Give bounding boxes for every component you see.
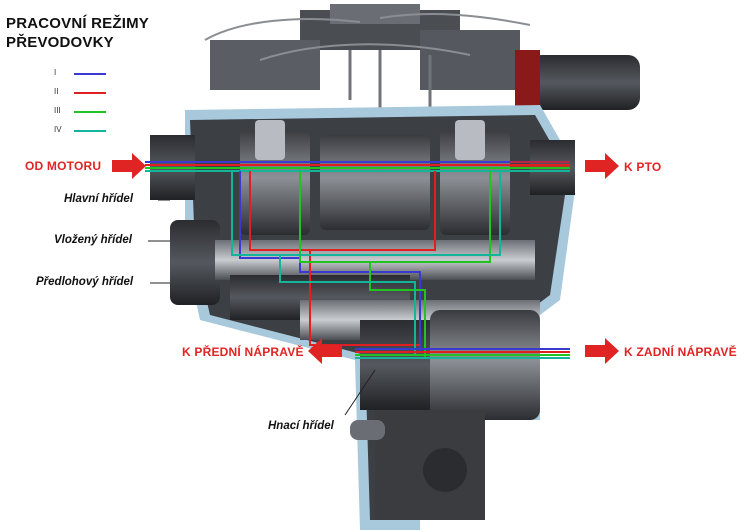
label-to-rear-axle: K ZADNÍ NÁPRAVĚ [624, 345, 737, 359]
legend-swatch [74, 73, 106, 75]
legend: I II III IV [54, 66, 114, 142]
lower-gears [170, 220, 540, 520]
legend-label: I [54, 68, 57, 77]
legend-label: II [54, 87, 59, 96]
power-flow-lines [145, 161, 570, 359]
label-countershaft: Předlohový hřídel [36, 276, 134, 288]
legend-swatch [74, 92, 106, 94]
label-drive-shaft: Hnací hřídel [268, 420, 334, 432]
arrow-from-motor [112, 153, 146, 179]
legend-label: IV [54, 125, 62, 134]
legend-item-iii: III [54, 104, 114, 123]
legend-item-iv: IV [54, 123, 114, 142]
arrow-to-front-axle [308, 338, 342, 364]
label-inserted-shaft: Vložený hřídel [54, 234, 132, 246]
motor-cylinder [530, 55, 640, 110]
label-from-motor: OD MOTORU [25, 159, 102, 173]
diagram-title: PRACOVNÍ REŽIMY PŘEVODOVKY [6, 14, 149, 52]
legend-swatch [74, 111, 106, 113]
leader-lines [148, 199, 376, 416]
title-line-2: PŘEVODOVKY [6, 34, 114, 51]
label-main-shaft: Hlavní hřídel [64, 193, 134, 205]
title-line-1: PRACOVNÍ REŽIMY [6, 15, 150, 32]
legend-label: III [54, 106, 61, 115]
valve-block [204, 4, 640, 120]
legend-item-i: I [54, 66, 114, 85]
main-shaft-drums [240, 120, 510, 235]
label-to-front-axle: K PŘEDNÍ NÁPRAVĚ [182, 345, 304, 359]
arrow-to-pto [585, 153, 619, 179]
label-to-pto: K PTO [624, 160, 662, 174]
arrow-to-rear-axle [585, 338, 619, 364]
legend-item-ii: II [54, 85, 114, 104]
arrows [112, 153, 619, 364]
legend-swatch [74, 130, 106, 132]
